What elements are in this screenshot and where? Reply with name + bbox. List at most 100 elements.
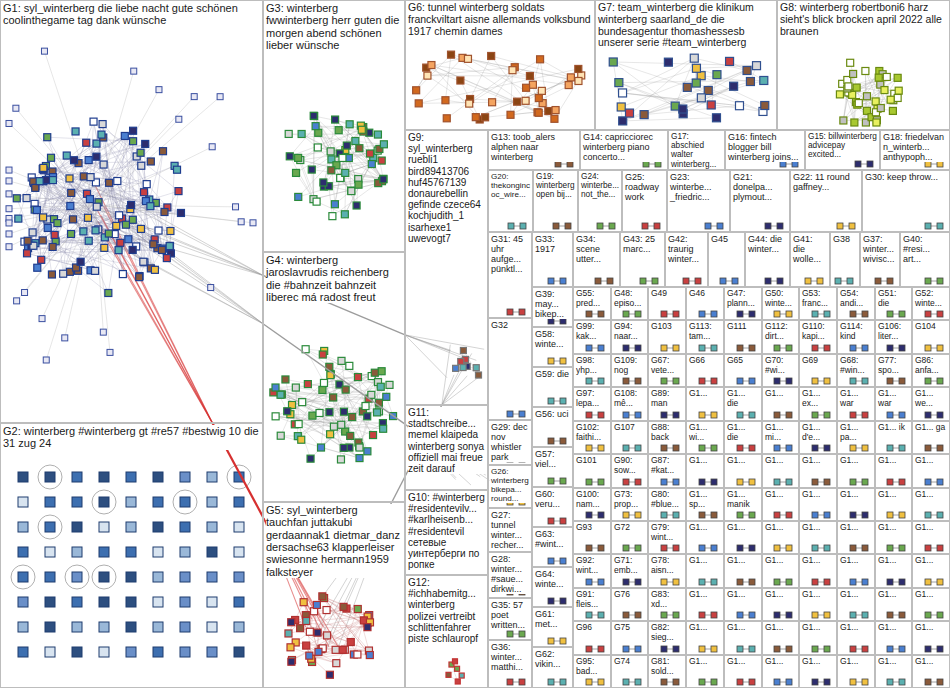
vertex: [354, 374, 361, 381]
vertex: [93, 140, 100, 147]
edge-line: [46, 205, 95, 360]
group-label: G26: winterberg bikepa... round...: [491, 467, 529, 503]
vertex: [340, 408, 347, 415]
vertex: [623, 345, 629, 351]
vertex: [774, 612, 780, 618]
vertex: [107, 349, 113, 355]
edge-line: [302, 402, 359, 446]
vertex-group: [836, 59, 902, 126]
edge-line: [83, 231, 139, 276]
vertex: [598, 512, 604, 518]
vertex: [328, 167, 335, 174]
vertex: [887, 612, 893, 618]
self-loop: [11, 565, 35, 589]
vertex: [899, 479, 905, 485]
vertex: [862, 445, 868, 451]
vertex: [598, 479, 604, 485]
vertex: [615, 79, 623, 87]
group-panel: G46: [686, 287, 724, 320]
vertex: [115, 247, 122, 254]
edge-line: [17, 205, 95, 301]
vertex: [824, 512, 830, 518]
group-label: G64: winte...: [535, 569, 570, 589]
vertex: [609, 58, 617, 66]
vertex: [535, 109, 542, 116]
group-label: G14: capricciorec winterberg piano conce…: [583, 132, 665, 162]
vertex: [40, 214, 47, 221]
group-label: G3: winterberg fwwinterberg herr guten d…: [266, 2, 402, 51]
vertex: [661, 412, 667, 418]
group-panel: G62: vikin...: [532, 647, 573, 688]
vertex: [292, 384, 299, 391]
edge-line: [346, 390, 368, 452]
group-label: G27: tunnel winter... recher...: [491, 510, 529, 550]
vertex: [899, 311, 905, 317]
vertex: [509, 67, 516, 74]
edge-line: [311, 399, 369, 459]
self-loop: [227, 465, 251, 489]
vertex: [71, 157, 78, 164]
vertex: [887, 412, 893, 418]
vertex: [640, 278, 646, 284]
vertex: [33, 207, 40, 214]
edge-line: [298, 146, 347, 197]
vertex: [850, 545, 856, 551]
vertex: [598, 545, 604, 551]
vertex: [460, 347, 466, 353]
vertex: [743, 67, 751, 75]
edge-line: [95, 205, 211, 288]
vertex: [126, 647, 136, 657]
vertex: [453, 365, 459, 371]
vertex: [507, 411, 513, 417]
vertex: [774, 579, 780, 585]
group-label: G1: syl_winterberg die liebe nacht gute …: [3, 2, 260, 27]
edge-line: [95, 71, 134, 205]
vertex: [330, 423, 337, 430]
vertex: [234, 572, 244, 582]
vertex: [853, 84, 860, 91]
vertex: [99, 497, 109, 507]
vertex: [786, 679, 792, 685]
vertex: [424, 72, 431, 79]
vertex: [250, 220, 256, 226]
edge-line: [117, 181, 167, 258]
group-panel: G47: plann...: [724, 287, 762, 320]
vertex: [786, 412, 792, 418]
edge-line: [282, 394, 360, 458]
vertex: [366, 652, 373, 659]
vertex: [749, 378, 755, 384]
vertex: [45, 472, 55, 482]
edge-line: [95, 205, 253, 223]
vertex: [22, 290, 28, 296]
vertex: [472, 114, 479, 121]
vertex: [332, 646, 339, 653]
vertex: [514, 98, 521, 105]
vertex: [899, 378, 905, 384]
group-label: G34: scene utter...: [576, 234, 617, 264]
vertex: [207, 547, 217, 557]
vertex: [129, 216, 136, 223]
vertex: [459, 673, 464, 678]
vertex: [315, 129, 322, 136]
vertex: [635, 679, 641, 685]
vertex: [774, 412, 780, 418]
edge-line: [321, 371, 382, 447]
vertex: [45, 572, 55, 582]
group-label: G31: 45 uhr aufge... pünktl...: [491, 234, 529, 274]
vertex: [303, 617, 310, 624]
vertex: [707, 101, 715, 109]
vertex: [153, 497, 163, 507]
edge-line: [17, 198, 150, 199]
vertex: [153, 472, 163, 482]
group-label: G46: [689, 289, 705, 299]
vertex: [507, 111, 514, 118]
vertex: [180, 647, 190, 657]
vertex: [180, 472, 190, 482]
edge-line: [95, 97, 194, 205]
group-label: G11: stadtschreibe... memel klaipeda win…: [408, 407, 485, 474]
group-panel: G26: winterberg bikepa... round...: [488, 465, 532, 508]
edge-line: [843, 71, 879, 120]
vertex: [126, 522, 136, 532]
edge-line: [40, 138, 104, 182]
